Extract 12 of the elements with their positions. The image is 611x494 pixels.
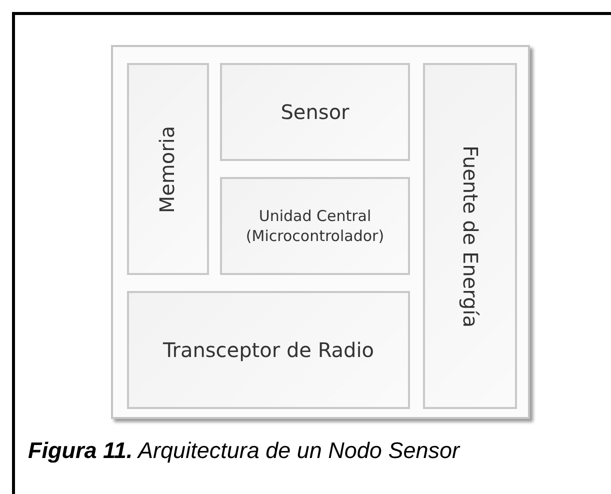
- component-box: [423, 63, 517, 409]
- component-box: [127, 63, 209, 275]
- component-label: Transceptor de Radio: [162, 336, 374, 364]
- component-label: Unidad Central (Microcontrolador): [244, 206, 386, 246]
- container-box: [111, 45, 530, 419]
- component-label: Memoria: [154, 125, 180, 213]
- component-label: Fuente de Energía: [458, 145, 484, 327]
- figure-caption: Figura 11. Arquitectura de un Nodo Sensor: [28, 438, 460, 464]
- component-box: [127, 291, 410, 409]
- component-box: [220, 177, 410, 275]
- component-label: Sensor: [280, 98, 350, 126]
- component-box: [220, 63, 410, 161]
